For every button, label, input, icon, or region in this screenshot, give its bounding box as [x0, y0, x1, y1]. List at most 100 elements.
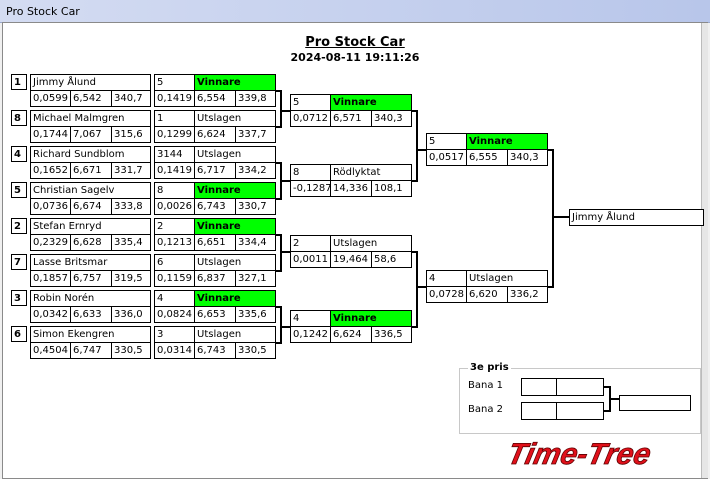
- top-speed-text: 334,4: [238, 237, 267, 248]
- third-place-group: 3e pris Bana 1 Bana 2: [459, 362, 701, 434]
- seed-box-text: 5: [14, 185, 21, 196]
- elapsed-time: 14,336: [330, 180, 372, 197]
- elapsed-time: 6,747: [70, 342, 112, 359]
- bracket-connector: [412, 110, 417, 112]
- race-result: Utslagen: [194, 146, 276, 163]
- reaction-time: 0,0599: [30, 90, 71, 107]
- lane-number: 3144: [154, 146, 195, 163]
- top-speed: 319,5: [111, 270, 151, 287]
- lane-number: 1: [154, 110, 195, 127]
- bracket-connector: [280, 90, 282, 128]
- top-speed-text: 336,5: [374, 329, 403, 340]
- third-place-winner-field[interactable]: [619, 395, 691, 411]
- top-speed: 327,1: [235, 270, 276, 287]
- reaction-time-text: 0,2329: [33, 237, 68, 248]
- elapsed-time: 6,633: [70, 306, 112, 323]
- reaction-time: 0,0011: [290, 251, 331, 268]
- seed-box-text: 1: [14, 77, 21, 88]
- bracket-connector: [416, 149, 426, 151]
- seed-box: 7: [11, 254, 27, 270]
- driver-name-text: Richard Sundblom: [33, 149, 125, 160]
- top-speed-text: 315,6: [114, 129, 143, 140]
- champion-name-text: Jimmy Ålund: [572, 212, 635, 223]
- page-datetime: 2024-08-11 19:11:26: [290, 51, 420, 64]
- seed-box: 6: [11, 326, 27, 342]
- elapsed-time-text: 6,743: [197, 345, 226, 356]
- svg-text:Time-Tree: Time-Tree: [505, 438, 654, 471]
- elapsed-time: 19,464: [330, 251, 372, 268]
- elapsed-time-text: 6,837: [197, 273, 226, 284]
- bracket-connector: [276, 90, 281, 92]
- bracket-connector: [412, 326, 417, 328]
- driver-name: Christian Sagelv: [30, 182, 151, 199]
- race-result-text: Vinnare: [469, 136, 513, 147]
- race-result: Utslagen: [194, 254, 276, 271]
- lane-number: 5: [290, 94, 331, 111]
- reaction-time-text: 0,1419: [157, 165, 192, 176]
- race-result: Vinnare: [194, 290, 276, 307]
- race-result: Vinnare: [194, 182, 276, 199]
- bracket-connector: [276, 162, 281, 164]
- reaction-time: 0,1652: [30, 162, 71, 179]
- top-speed: 333,8: [111, 198, 151, 215]
- bracket-connector: [416, 286, 426, 288]
- seed-box: 3: [11, 290, 27, 306]
- race-result-text: Utslagen: [333, 238, 378, 249]
- top-speed: 335,6: [235, 306, 276, 323]
- elapsed-time-text: 6,671: [73, 165, 102, 176]
- elapsed-time-text: 6,651: [197, 237, 226, 248]
- lane-number: 6: [154, 254, 195, 271]
- elapsed-time-text: 19,464: [333, 254, 368, 265]
- elapsed-time-text: 6,554: [197, 93, 226, 104]
- lane-number-text: 1: [157, 113, 164, 124]
- reaction-time-text: 0,1744: [33, 129, 68, 140]
- elapsed-time-text: 6,743: [197, 201, 226, 212]
- lane1-field[interactable]: [521, 378, 604, 396]
- reaction-time-text: 0,1213: [157, 237, 192, 248]
- top-speed: 336,2: [507, 286, 548, 303]
- driver-name: Simon Ekengren: [30, 326, 151, 343]
- bracket-connector: [280, 180, 290, 182]
- elapsed-time-text: 7,067: [73, 129, 102, 140]
- reaction-time: 0,4504: [30, 342, 71, 359]
- elapsed-time: 6,620: [466, 286, 508, 303]
- elapsed-time-text: 6,542: [73, 93, 102, 104]
- top-speed-text: 333,8: [114, 201, 143, 212]
- bracket-connector: [280, 110, 290, 112]
- elapsed-time: 6,757: [70, 270, 112, 287]
- elapsed-time: 6,651: [194, 234, 236, 251]
- lane-number-text: 4: [293, 313, 300, 324]
- lane-number-text: 8: [157, 185, 164, 196]
- bracket-connector: [276, 126, 281, 128]
- top-speed: 330,5: [235, 342, 276, 359]
- elapsed-time: 6,743: [194, 198, 236, 215]
- elapsed-time-text: 6,674: [73, 201, 102, 212]
- lane2-field[interactable]: [521, 402, 604, 420]
- third-place-legend: 3e pris: [468, 362, 511, 373]
- top-speed-text: 330,5: [114, 345, 143, 356]
- elapsed-time-text: 6,747: [73, 345, 102, 356]
- elapsed-time: 6,743: [194, 342, 236, 359]
- bracket-connector: [552, 149, 554, 288]
- top-speed-text: 337,7: [238, 129, 267, 140]
- race-result-text: Vinnare: [197, 293, 241, 304]
- bracket-connector: [280, 251, 290, 253]
- seed-box: 4: [11, 146, 27, 162]
- race-result-text: Vinnare: [333, 313, 377, 324]
- lane-number: 8: [154, 182, 195, 199]
- bracket-connector: [548, 286, 553, 288]
- lane-number-text: 5: [429, 136, 436, 147]
- elapsed-time: 6,571: [330, 110, 372, 127]
- lane-number-text: 8: [293, 167, 300, 178]
- reaction-time: 0,0728: [426, 286, 467, 303]
- right-scrollbar[interactable]: [701, 23, 708, 478]
- reaction-time: 0,0712: [290, 110, 331, 127]
- top-speed-text: 340,3: [510, 152, 539, 163]
- elapsed-time-text: 14,336: [333, 183, 368, 194]
- lane-number-text: 5: [293, 97, 300, 108]
- reaction-time-text: 0,1242: [293, 329, 328, 340]
- top-speed: 330,5: [111, 342, 151, 359]
- elapsed-time: 6,653: [194, 306, 236, 323]
- driver-name-text: Stefan Ernryd: [33, 221, 102, 232]
- driver-name: Lasse Britsmar: [30, 254, 151, 271]
